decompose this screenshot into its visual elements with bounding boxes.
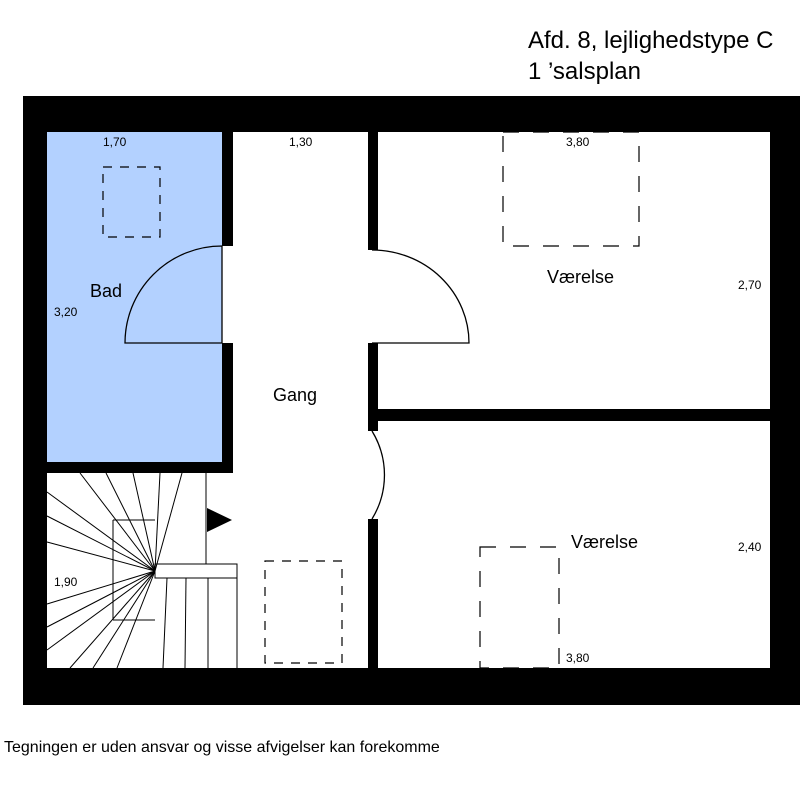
dim-stairs-width: 1,90 bbox=[54, 575, 78, 589]
dim-room-top-depth: 2,70 bbox=[738, 278, 762, 292]
room-top-floor bbox=[378, 132, 770, 409]
room-bottom-door-swing bbox=[371, 430, 386, 520]
dim-bath-width: 1,70 bbox=[103, 135, 127, 149]
room-top-door-swing bbox=[371, 249, 470, 344]
hall-floor bbox=[233, 132, 368, 668]
dim-bath-depth: 3,20 bbox=[54, 305, 78, 319]
bath-door-opening bbox=[220, 246, 235, 343]
room-top-door-opening bbox=[366, 250, 380, 343]
dim-hall-width: 1,30 bbox=[289, 135, 313, 149]
skylight-room-bottom bbox=[479, 546, 560, 669]
staircase bbox=[46, 472, 238, 669]
plan-subtitle: 1 ’salsplan bbox=[528, 58, 641, 85]
dim-room-bottom-depth: 2,40 bbox=[738, 540, 762, 554]
plan-title: Afd. 8, lejlighedstype C bbox=[528, 27, 773, 54]
skylight-hall bbox=[264, 560, 343, 664]
disclaimer-text: Tegningen er uden ansvar og visse afvige… bbox=[4, 739, 440, 756]
room-label-bath: Bad bbox=[90, 281, 122, 301]
skylight-room-top bbox=[502, 131, 640, 247]
dim-room-bottom-width: 3,80 bbox=[566, 651, 590, 665]
room-label-top: Værelse bbox=[547, 267, 614, 287]
bath-door-swing bbox=[124, 245, 223, 344]
room-label-hall: Gang bbox=[273, 385, 317, 405]
room-bottom-door-opening bbox=[366, 431, 380, 519]
skylight-bath bbox=[102, 166, 161, 238]
room-bottom-floor bbox=[378, 421, 770, 668]
dim-room-top-width: 3,80 bbox=[566, 135, 590, 149]
room-label-bottom: Værelse bbox=[571, 532, 638, 552]
